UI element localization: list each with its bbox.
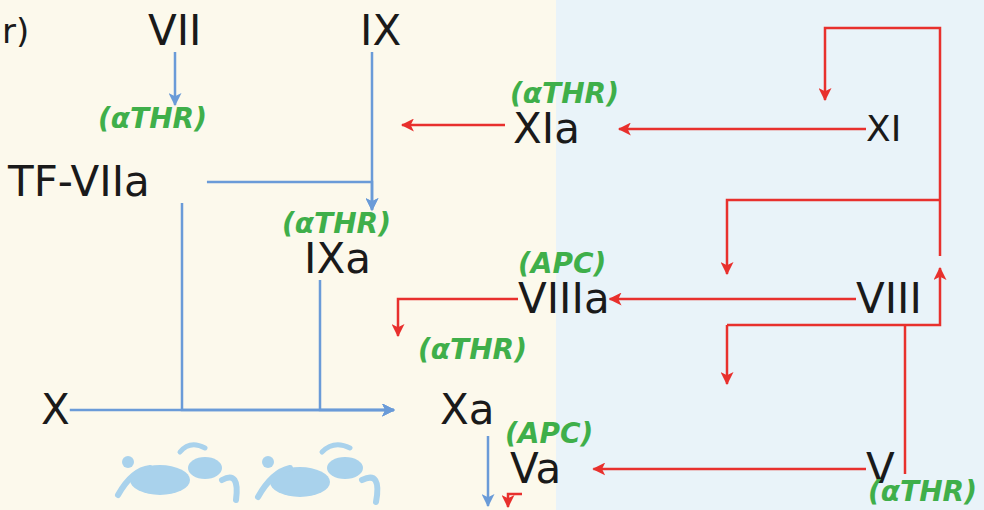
inhibitor-label: (αTHR) (98, 105, 207, 133)
inhibitor-label: (αTHR) (418, 336, 527, 364)
splatter-illustration (118, 445, 377, 502)
splatter-stroke (362, 478, 377, 502)
splatter-stroke (322, 445, 350, 452)
activation-arrow (619, 128, 866, 131)
activation-arrow (182, 203, 394, 410)
factor-node: (APC)Va (505, 420, 593, 490)
factor-node: VIII (856, 278, 922, 320)
factor-name: VIIIa (518, 278, 610, 320)
factor-node: (αTHR)IXa (282, 210, 391, 280)
factor-node: XI (866, 111, 901, 147)
factor-name: IXa (304, 238, 391, 280)
output-arrow (508, 494, 522, 507)
splatter-stroke (258, 468, 290, 497)
feedback-line (727, 268, 940, 325)
feedback-line (904, 325, 907, 474)
inhibitor-label: (αTHR) (868, 478, 977, 506)
inhibitor-label: (αTHR) (282, 210, 391, 238)
activation-arrow (610, 298, 856, 301)
factor-name: TF-VIIa (8, 161, 207, 203)
activation-arrow (593, 468, 866, 471)
splatter-dot (262, 456, 274, 468)
factor-node: IX (360, 10, 401, 52)
activation-arrow (174, 52, 177, 105)
inhibitor-label: (APC) (505, 420, 593, 448)
activation-arrow (70, 409, 394, 412)
factor-name: VII (148, 10, 202, 52)
factor-node: (αTHR) TF-VIIa (8, 105, 207, 203)
cut-off-label: r) (2, 14, 29, 48)
splatter-stroke (180, 445, 205, 452)
right-panel (556, 0, 984, 510)
factor-node: VII (148, 10, 202, 52)
factor-name: XI (866, 111, 901, 147)
activation-arrow (402, 124, 505, 127)
factor-node: (αTHR)Xa (394, 336, 527, 431)
splatter-blob (327, 457, 363, 479)
activation-arrow (320, 280, 394, 410)
factor-node: (APC)VIIIa (518, 250, 610, 320)
inhibitor-label: (APC) (518, 250, 610, 278)
factor-name: VIII (856, 278, 922, 320)
factor-node: (αTHR)XIa (510, 80, 619, 150)
factor-name: X (41, 389, 70, 431)
activation-arrow (398, 299, 518, 336)
factor-node: X (41, 389, 70, 431)
factor-name: XIa (513, 108, 619, 150)
inhibitor-label: (αTHR) (510, 80, 619, 108)
splatter-stroke (222, 478, 237, 501)
splatter-blob (188, 457, 222, 479)
output-arrow (487, 436, 490, 506)
feedback-arrow (727, 200, 940, 274)
left-panel (0, 0, 556, 510)
activation-arrow (207, 182, 372, 210)
feedback-line (825, 28, 940, 256)
splatter-dot (122, 456, 134, 468)
factor-name: IX (360, 10, 401, 52)
factor-name: Va (510, 448, 593, 490)
splatter-stroke (118, 468, 150, 495)
feedback-arrow (726, 325, 729, 384)
